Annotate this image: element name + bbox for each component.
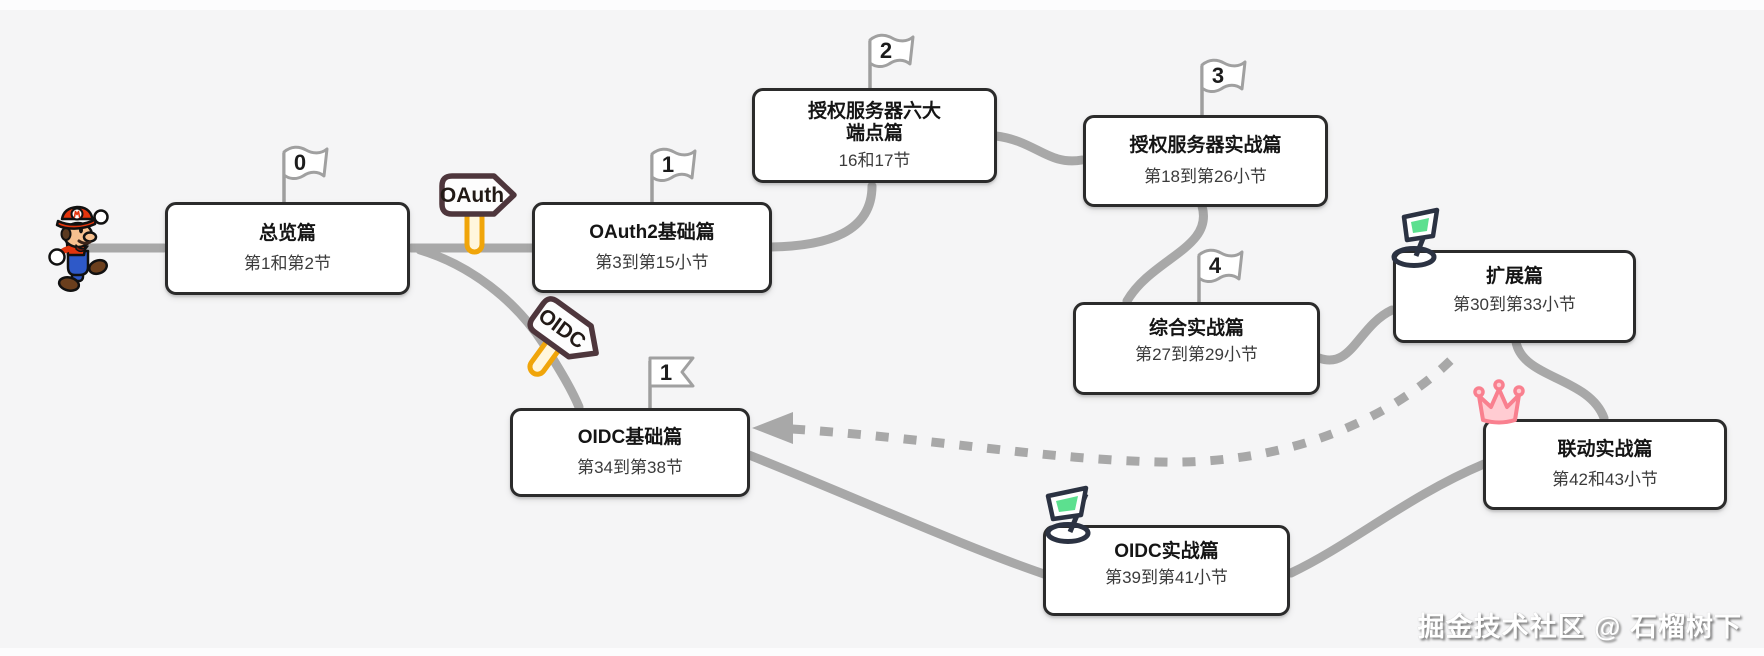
oauth-sign-plate [439, 173, 517, 217]
road-linkage-to-oidc-practice [1286, 459, 1489, 578]
node-subtitle: 第18到第26小节 [1144, 166, 1267, 186]
node-title: 扩展篇 [1485, 266, 1543, 287]
flag-3-icon: 3 [1200, 58, 1247, 116]
node-title: 综合实战篇 [1148, 318, 1244, 339]
watermark-text: 掘金技术社区 @ 石榴树下 [1417, 612, 1742, 642]
top-margin-strip [0, 0, 1764, 10]
road-oauth2-to-endpoints [766, 181, 877, 252]
flag-0-icon: 0 [282, 145, 329, 203]
dashed-path-arrowhead-icon [752, 412, 793, 444]
svg-text:4: 4 [1209, 253, 1222, 278]
node-subtitle: 第30到第33小节 [1453, 295, 1576, 315]
node-title: OIDC实战篇 [1114, 541, 1219, 562]
node-linkage-practice[interactable]: 联动实战篇 第42和43小节 [1483, 419, 1727, 510]
node-subtitle: 第1和第2节 [244, 254, 331, 274]
mario-character-icon [48, 205, 109, 292]
oauth-sign: OAuth [439, 173, 517, 255]
svg-text:OIDC: OIDC [534, 304, 590, 353]
oidc-sign-post [527, 336, 563, 377]
flag-2-icon: 2 [868, 33, 915, 89]
node-oauth2-basics[interactable]: OAuth2基础篇 第3到第15小节 [532, 202, 772, 293]
road-oidc-basics-to-oidc-practice [744, 450, 1049, 579]
node-authserver-practice[interactable]: 授权服务器实战篇 第18到第26小节 [1083, 115, 1328, 207]
road-extension-to-linkage [1511, 337, 1609, 423]
svg-text:1: 1 [660, 360, 672, 385]
svg-text:OAuth: OAuth [440, 184, 504, 207]
node-title: 授权服务器实战篇 [1129, 135, 1282, 157]
node-extension[interactable]: 扩展篇 第30到第33小节 [1393, 250, 1636, 343]
node-subtitle: 第39到第41小节 [1105, 568, 1228, 588]
node-oidc-practice[interactable]: OIDC实战篇 第39到第41小节 [1043, 525, 1290, 616]
svg-text:3: 3 [1212, 63, 1224, 88]
node-subtitle: 第27到第29小节 [1135, 345, 1258, 365]
svg-text:1: 1 [662, 152, 674, 177]
svg-text:0: 0 [294, 150, 306, 175]
oidc-sign: OIDC [527, 296, 599, 377]
oidc-sign-plate [527, 296, 599, 360]
flag-1-oidc-icon: 1 [648, 356, 695, 409]
node-subtitle: 16和17节 [838, 150, 911, 170]
node-title: 总览篇 [258, 222, 316, 244]
node-title: OAuth2基础篇 [589, 221, 715, 243]
node-title: 联动实战篇 [1557, 438, 1653, 460]
oauth-sign-post [464, 207, 485, 255]
road-comprehensive-to-extension [1314, 305, 1397, 365]
node-overview[interactable]: 总览篇 第1和第2节 [165, 202, 410, 295]
road-authserver-to-comprehensive [1122, 201, 1208, 306]
node-title: 授权服务器六大 端点篇 [807, 100, 941, 145]
flag-4-icon: 4 [1197, 248, 1244, 303]
bottom-margin-strip [0, 648, 1764, 656]
node-oidc-basics[interactable]: OIDC基础篇 第34到第38节 [510, 408, 750, 497]
crown-icon [1473, 379, 1525, 425]
flag-1-icon: 1 [650, 147, 697, 203]
svg-text:2: 2 [880, 38, 892, 63]
node-endpoints[interactable]: 授权服务器六大 端点篇 16和17节 [752, 88, 997, 183]
road-endpoints-to-authserver [991, 131, 1087, 166]
node-subtitle: 第3到第15小节 [595, 253, 709, 273]
node-title: OIDC基础篇 [577, 426, 683, 448]
node-subtitle: 第34到第38节 [577, 458, 683, 478]
node-subtitle: 第42和43小节 [1552, 470, 1658, 490]
node-comprehensive-practice[interactable]: 综合实战篇 第27到第29小节 [1073, 302, 1320, 395]
